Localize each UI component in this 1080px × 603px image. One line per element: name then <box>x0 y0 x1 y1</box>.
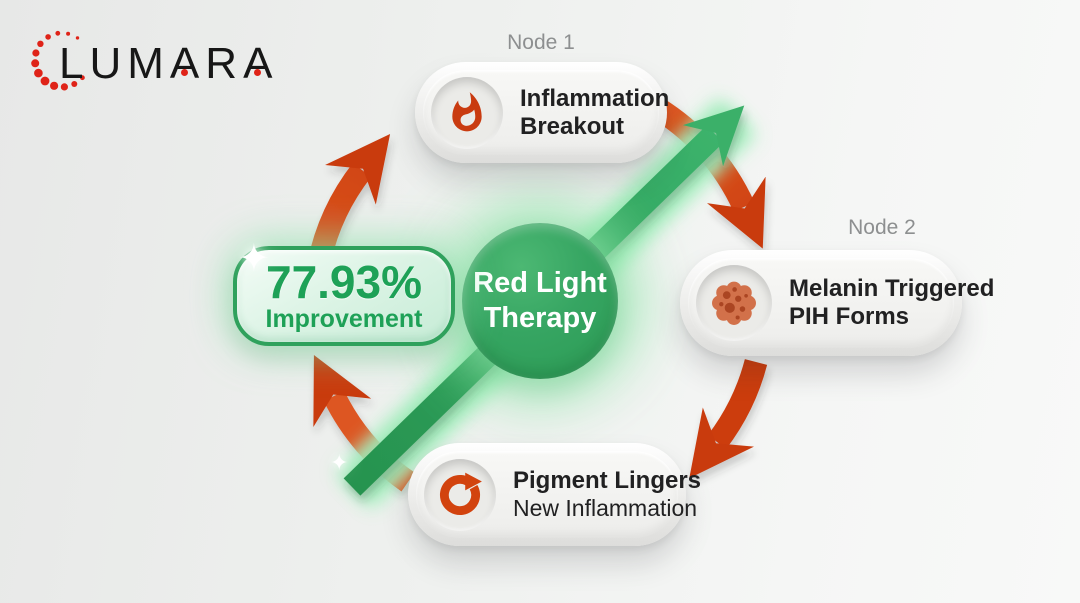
node-pill-melanin-pih: Melanin Triggered PIH Forms <box>680 250 994 356</box>
lumara-logo: L U M A R A <box>28 20 288 112</box>
pill-face: Pigment Lingers New Inflammation <box>416 451 701 538</box>
improvement-badge: 77.93% Improvement <box>233 246 455 346</box>
logo-letter: L <box>59 39 84 88</box>
logo-letter: U <box>89 39 122 88</box>
center-line2: Therapy <box>483 302 597 334</box>
logo-letter: M <box>127 39 164 88</box>
node-line2: New Inflammation <box>513 495 698 522</box>
node-line1: Pigment Lingers <box>513 467 702 495</box>
logo-letter: R <box>205 39 238 88</box>
logo-letter-a-dotted: A <box>167 42 202 86</box>
pill-face: Melanin Triggered PIH Forms <box>688 258 994 348</box>
center-line1: Red Light <box>473 267 607 300</box>
node-text: Melanin Triggered PIH Forms <box>789 275 994 330</box>
node-pill-inflammation-breakout: Inflammation Breakout <box>415 62 669 163</box>
logo-wordmark: L U M A R A <box>56 42 275 86</box>
improvement-label: Improvement <box>265 304 423 333</box>
melanin-cluster-icon <box>712 281 756 325</box>
icon-well <box>424 458 496 531</box>
cycle-refresh-icon <box>439 472 482 515</box>
logo-letter-a-dotted: A <box>240 42 275 86</box>
node-line2: PIH Forms <box>789 303 910 330</box>
center-node-red-light-therapy: Red Light Therapy <box>462 223 618 379</box>
flame-icon <box>452 91 482 131</box>
node1-tag-label: Node 1 <box>507 31 575 54</box>
icon-well <box>431 76 503 149</box>
node2-tag-label: Node 2 <box>848 216 916 239</box>
improvement-value: 77.93% <box>265 255 422 308</box>
node-text: Pigment Lingers New Inflammation <box>513 467 701 521</box>
node-line2: Breakout <box>520 112 625 140</box>
arc-bottom-left-arrow <box>689 358 768 479</box>
icon-well <box>696 265 772 341</box>
node-line1: Melanin Triggered <box>789 275 995 303</box>
pill-face: Inflammation Breakout <box>423 70 669 155</box>
logo-dot-arc-icon <box>31 30 85 91</box>
node-text: Inflammation Breakout <box>520 85 669 140</box>
sparkle-icon: ✦ <box>238 238 270 280</box>
node-line1: Inflammation <box>520 84 670 112</box>
node-pill-pigment-lingers: Pigment Lingers New Inflammation <box>408 443 701 546</box>
sparkle-icon: ✦ <box>330 450 349 475</box>
